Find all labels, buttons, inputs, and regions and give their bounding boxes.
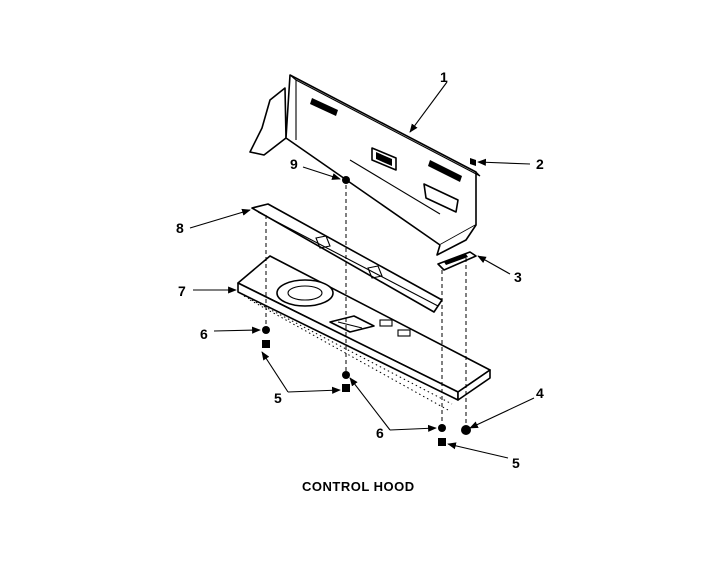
callout-6-right: 6 (376, 425, 384, 441)
alignment-lines (265, 185, 467, 428)
part-6-washer-center (342, 371, 350, 379)
callout-5-left: 5 (274, 390, 282, 406)
part-6-washer-left (262, 326, 270, 334)
part-6-washer-right (438, 424, 446, 432)
part-5-screw-center (342, 384, 350, 392)
callout-7: 7 (178, 283, 186, 299)
part-5-screw-left (262, 340, 270, 348)
callout-1: 1 (440, 69, 448, 85)
callout-3: 3 (514, 269, 522, 285)
part-4-nut (461, 425, 471, 435)
callout-5-right: 5 (512, 455, 520, 471)
bracket-part (437, 251, 477, 271)
control-panel-base-part (237, 255, 491, 411)
diagram-caption: CONTROL HOOD (302, 479, 415, 494)
callout-labels: 1 2 3 4 5 5 6 6 7 8 9 (176, 69, 544, 471)
part-9-washer (342, 176, 350, 184)
back-panel-part (249, 74, 481, 256)
leader-lines (189, 81, 535, 459)
part-2-screw (470, 158, 476, 166)
callout-6-left: 6 (200, 326, 208, 342)
callout-9: 9 (290, 156, 298, 172)
callout-2: 2 (536, 156, 544, 172)
callout-8: 8 (176, 220, 184, 236)
callout-4: 4 (536, 385, 544, 401)
part-5-screw-right (438, 438, 446, 446)
